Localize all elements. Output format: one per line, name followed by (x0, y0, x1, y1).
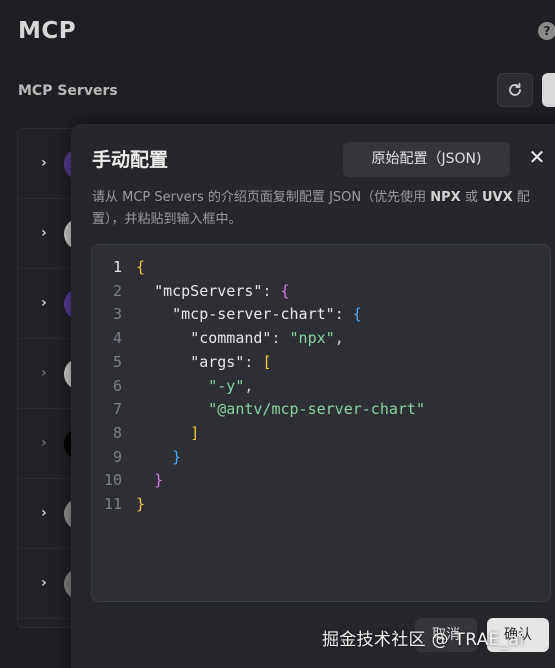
code-token: "@antv/mcp-server-chart" (208, 400, 425, 419)
code-token: , (334, 329, 344, 348)
code-token: } (172, 447, 182, 466)
code-line: 8 ] (92, 421, 199, 445)
code-token: ] (190, 423, 200, 442)
line-number: 8 (112, 423, 122, 442)
chevron-right-icon[interactable]: › (41, 575, 47, 591)
code-line: 11} (92, 492, 145, 516)
manual-config-dialog: 手动配置 原始配置（JSON) ✕ 请从 MCP Servers 的介绍页面复制… (71, 124, 555, 668)
description-text: 或 (460, 190, 482, 205)
code-token: { (352, 305, 362, 324)
line-number: 10 (103, 471, 122, 490)
chevron-right-icon[interactable]: › (41, 295, 47, 311)
code-token: , (244, 376, 254, 395)
close-icon[interactable]: ✕ (528, 145, 546, 169)
code-line: 3 "mcp-server-chart": { (92, 302, 362, 326)
line-number: 2 (112, 281, 122, 300)
refresh-icon (509, 82, 521, 96)
code-line: 1{ (92, 255, 145, 279)
dialog-description: 请从 MCP Servers 的介绍页面复制配置 JSON（优先使用 NPX 或… (92, 187, 555, 231)
code-token: : (244, 352, 263, 371)
code-token: } (154, 471, 164, 490)
code-token: "args" (190, 352, 245, 371)
code-token: { (280, 281, 290, 300)
description-npx: NPX (430, 190, 461, 205)
line-number: 9 (112, 447, 122, 466)
confirm-button[interactable]: 确认 (487, 618, 549, 652)
description-text: 请从 MCP Servers 的介绍页面复制配置 JSON（优先使用 (92, 190, 431, 205)
code-token: } (136, 495, 146, 513)
question-mark-icon[interactable]: ? (538, 22, 555, 40)
code-token: [ (262, 352, 272, 371)
code-line: 2 "mcpServers": { (92, 279, 290, 303)
dialog-title: 手动配置 (92, 149, 169, 171)
chevron-right-icon[interactable]: › (41, 155, 47, 171)
watermark: 掘金技术社区 @ TRAE_ai (322, 630, 525, 650)
code-token: "mcpServers" (154, 281, 263, 300)
code-token: "-y" (208, 376, 245, 395)
code-token: "npx" (289, 329, 335, 348)
code-token: : (271, 329, 290, 348)
add-server-button[interactable] (542, 73, 555, 107)
code-line: 9 } (92, 445, 181, 469)
description-text: 配置），并粘贴到输入框中。 (92, 190, 530, 227)
line-number: 1 (112, 258, 122, 276)
code-token: { (136, 258, 146, 276)
code-line: 4 "command": "npx", (92, 326, 344, 350)
code-token: : (262, 281, 281, 300)
raw-config-button[interactable]: 原始配置（JSON) (343, 142, 510, 177)
code-line: 5 "args": [ (92, 350, 272, 374)
code-token: : (334, 305, 353, 324)
line-number: 5 (112, 352, 122, 371)
chevron-right-icon[interactable]: › (41, 435, 47, 451)
line-number: 7 (112, 400, 122, 419)
chevron-right-icon[interactable]: › (41, 505, 47, 521)
section-title: MCP Servers (18, 83, 118, 99)
chevron-right-icon[interactable]: › (41, 365, 47, 381)
refresh-button[interactable] (497, 73, 533, 107)
code-line: 6 "-y", (92, 374, 253, 398)
code-token: "command" (190, 329, 272, 348)
code-token: "mcp-server-chart" (172, 305, 335, 324)
line-number: 4 (112, 329, 122, 348)
page-title: MCP (18, 18, 77, 44)
json-editor[interactable]: 1{2 "mcpServers": {3 "mcp-server-chart":… (91, 244, 551, 602)
line-number: 6 (112, 376, 122, 395)
description-uvx: UVX (481, 190, 513, 205)
cancel-button[interactable]: 取消 (415, 618, 477, 652)
line-number: 11 (103, 495, 122, 513)
line-number: 3 (112, 305, 122, 324)
code-line: 7 "@antv/mcp-server-chart" (92, 397, 425, 421)
chevron-right-icon[interactable]: › (41, 225, 47, 241)
code-line: 10 } (92, 468, 163, 492)
